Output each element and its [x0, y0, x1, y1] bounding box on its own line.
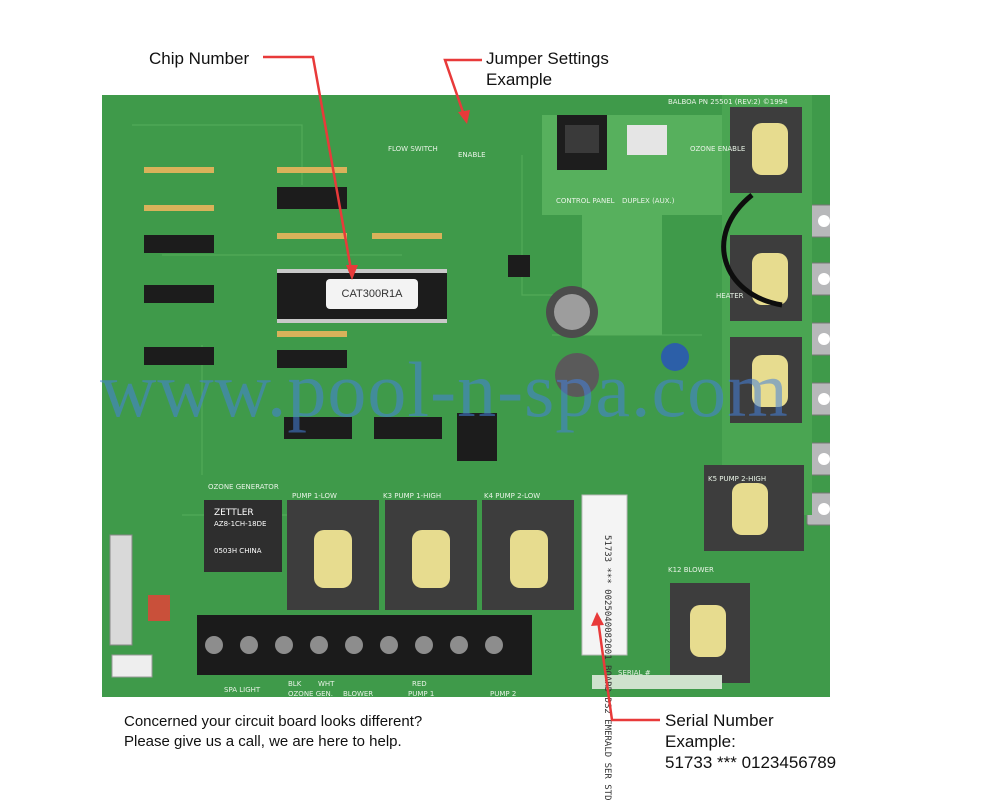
- board-relay-model-label: AZ8-1CH-18DE: [214, 520, 267, 528]
- board-enable-label: ENABLE: [458, 151, 486, 159]
- board-spa-light-label: SPA LIGHT: [224, 686, 261, 694]
- serial-number-callout: Serial Number Example: 51733 *** 0123456…: [665, 710, 836, 773]
- board-pump1-low-label: PUMP 1-LOW: [292, 492, 337, 500]
- chip-number-callout: Chip Number: [149, 49, 250, 68]
- serial-arrow: [596, 619, 660, 722]
- watermark: www.pool-n-spa.com: [100, 346, 789, 433]
- board-zettler-label: ZETTLER: [214, 508, 254, 518]
- chip-label: CAT300R1A: [326, 279, 418, 309]
- jumper-callout-line1: Jumper Settings: [486, 49, 609, 68]
- board-ozone-enable-label: OZONE ENABLE: [690, 145, 746, 153]
- circuit-board-photo: [102, 95, 830, 697]
- board-blower-label: K12 BLOWER: [668, 566, 714, 574]
- board-pump2-high-label: K5 PUMP 2-HIGH: [708, 475, 767, 483]
- board-flow-switch-label: FLOW SWITCH: [388, 145, 438, 153]
- board-red-label: RED: [412, 680, 427, 688]
- board-pump2-low-label: K4 PUMP 2-LOW: [484, 492, 541, 500]
- board-blk-label: BLK: [288, 680, 302, 688]
- board-relay-country-label: 0503H CHINA: [214, 547, 262, 555]
- chip-arrow: [263, 55, 354, 276]
- jumper-settings-callout: Jumper Settings Example: [486, 48, 609, 90]
- board-control-panel-label: CONTROL PANEL: [556, 197, 615, 205]
- board-duplex-label: DUPLEX (AUX.): [622, 197, 675, 205]
- board-heater-label: HEATER: [716, 292, 744, 300]
- jumper-arrow: [443, 58, 482, 119]
- board-pump2-terminal-label: PUMP 2: [490, 690, 517, 698]
- board-ozone-gen-label: OZONE GEN.: [288, 690, 334, 698]
- board-ozone-generator-label: OZONE GENERATOR: [208, 483, 279, 491]
- board-wht-label: WHT: [318, 680, 335, 688]
- board-pump1-high-label: K3 PUMP 1-HIGH: [383, 492, 442, 500]
- help-note: Concerned your circuit board looks diffe…: [124, 712, 422, 752]
- board-part-number: BALBOA PN 25501 (REV:2) ©1994: [668, 98, 788, 106]
- serial-callout-line1: Serial Number: [665, 711, 774, 730]
- help-note-line2: Please give us a call, we are here to he…: [124, 733, 402, 750]
- board-serial-label: SERIAL #: [618, 669, 651, 677]
- jumper-callout-line2: Example: [486, 70, 553, 89]
- board-pump1-terminal-label: PUMP 1: [408, 690, 435, 698]
- board-blower-terminal-label: BLOWER: [343, 690, 374, 698]
- serial-callout-line3: 51733 *** 0123456789: [665, 753, 837, 772]
- serial-callout-line2: Example:: [665, 732, 736, 751]
- help-note-line1: Concerned your circuit board looks diffe…: [124, 713, 423, 730]
